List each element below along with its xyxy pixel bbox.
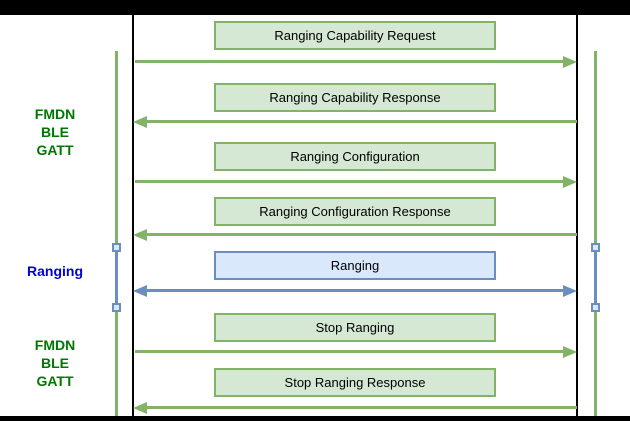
phase-label-line: FMDN [34,337,76,353]
arrowhead-left-icon [133,285,147,297]
phase-label-line: GATT [36,373,74,389]
phase-segment-right-blue [594,247,597,308]
message-arrow-line [147,289,563,292]
letterbox-bar-bottom [0,416,630,421]
message-arrow-line [147,120,577,123]
arrowhead-right-icon [563,285,577,297]
message-box: Stop Ranging Response [214,368,496,397]
arrowhead-left-icon [133,229,147,241]
phase-label-line: BLE [41,355,69,371]
message-box: Ranging Capability Response [214,83,496,112]
message-box: Stop Ranging [214,313,496,342]
phase-segment-left-blue [115,247,118,308]
message-box: Ranging Configuration [214,142,496,171]
arrowhead-left-icon [133,116,147,128]
phase-label-fmdn-gatt-1: FMDN BLE GATT [0,105,110,159]
phase-label-line: FMDN [34,106,76,122]
phase-label-line: BLE [41,124,69,140]
message-box: Ranging [214,251,496,280]
phase-line-right-green [594,51,597,416]
phase-connector-square [591,243,600,252]
phase-line-left-green [115,51,118,416]
lifeline-right [576,15,578,416]
message-arrow-line [135,180,563,183]
arrowhead-right-icon [563,56,577,68]
message-box: Ranging Capability Request [214,21,496,50]
message-arrow-line [147,406,577,409]
arrowhead-right-icon [563,346,577,358]
phase-label-line: GATT [36,142,74,158]
phase-connector-square [112,243,121,252]
letterbox-bar-top [0,0,630,15]
phase-label-fmdn-gatt-2: FMDN BLE GATT [0,336,110,390]
message-arrow-line [135,60,563,63]
arrowhead-right-icon [563,176,577,188]
lifeline-left [132,15,134,416]
arrowhead-left-icon [133,402,147,414]
message-box: Ranging Configuration Response [214,197,496,226]
phase-connector-square [112,303,121,312]
phase-label-ranging: Ranging [27,263,83,279]
message-arrow-line [135,350,563,353]
message-arrow-line [147,233,577,236]
phase-connector-square [591,303,600,312]
